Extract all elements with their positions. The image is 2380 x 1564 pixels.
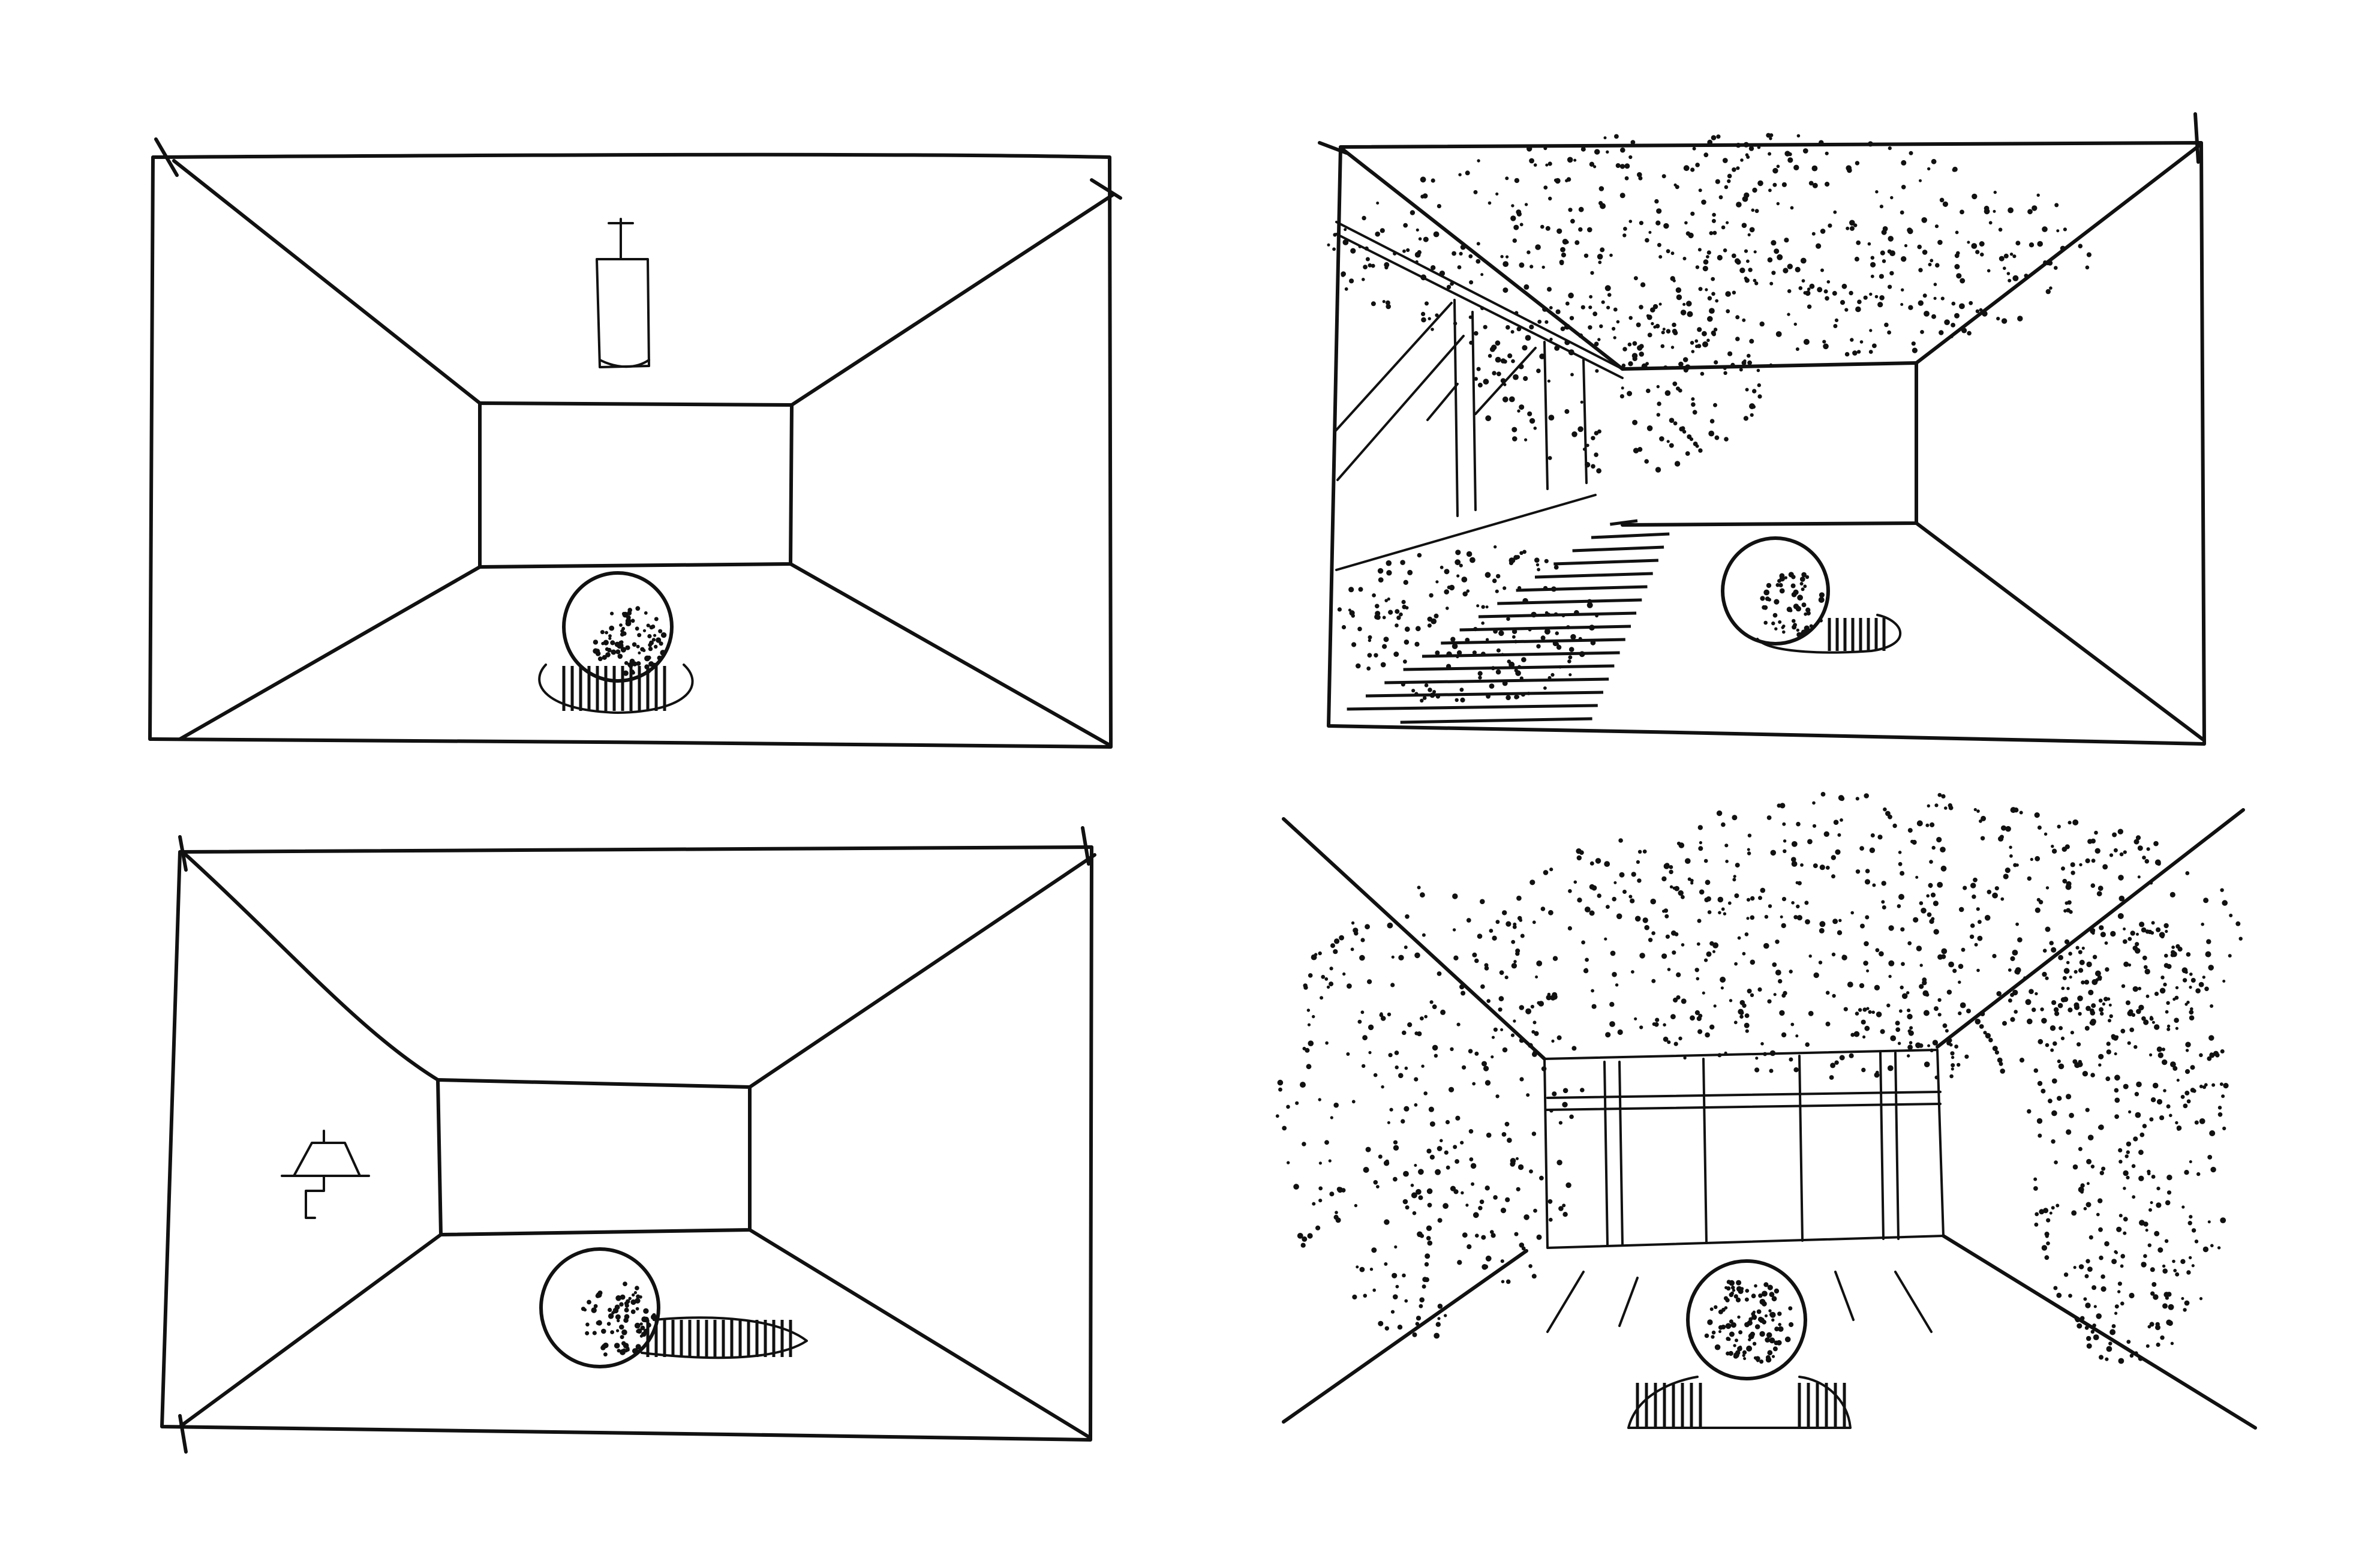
floor-sunlight-hatch (1347, 519, 1670, 724)
side-window-icon (1333, 221, 1624, 571)
shadow (1627, 1376, 1852, 1429)
ceiling-stipple-lower (1474, 295, 1762, 474)
shadow (538, 664, 694, 714)
light-rays (1546, 1271, 1933, 1333)
wall-sconce-icon (281, 1130, 370, 1219)
shadow (641, 1316, 808, 1359)
perspective-edges (178, 853, 1096, 1439)
shadow-hatch (562, 666, 666, 711)
perspective-edges (1342, 142, 2204, 741)
panel-end-glazing (1275, 792, 2257, 1430)
perspective-edges (1282, 808, 2257, 1430)
ceiling-stipple (1327, 133, 2091, 370)
sphere-stipple (593, 606, 667, 676)
panel-window-daylight (1318, 112, 2206, 746)
sphere (539, 1247, 660, 1368)
panel-pendant-light (148, 137, 1122, 749)
sill-stipple (1337, 545, 1599, 703)
sphere-stipple (1760, 572, 1825, 638)
back-wall (478, 401, 794, 569)
perspective-edges (172, 159, 1114, 747)
sphere (562, 571, 674, 683)
room-frame (160, 826, 1093, 1454)
sphere (1721, 536, 1830, 646)
panel-wall-sconce (160, 826, 1096, 1454)
sphere (1686, 1259, 1807, 1380)
pendant-lamp-icon (596, 218, 650, 368)
back-wall (436, 1078, 752, 1236)
sphere-stipple (581, 1281, 657, 1357)
room-frame (1318, 112, 2206, 746)
end-glazing-icon (1543, 1049, 1945, 1249)
room-frame (148, 137, 1122, 749)
ceiling-stipple-zone (1327, 133, 2091, 474)
back-wall (1621, 361, 1918, 527)
shadow (1756, 614, 1902, 654)
ceiling-stipple-zone (1275, 792, 2243, 1364)
sphere-stipple (1704, 1280, 1794, 1364)
